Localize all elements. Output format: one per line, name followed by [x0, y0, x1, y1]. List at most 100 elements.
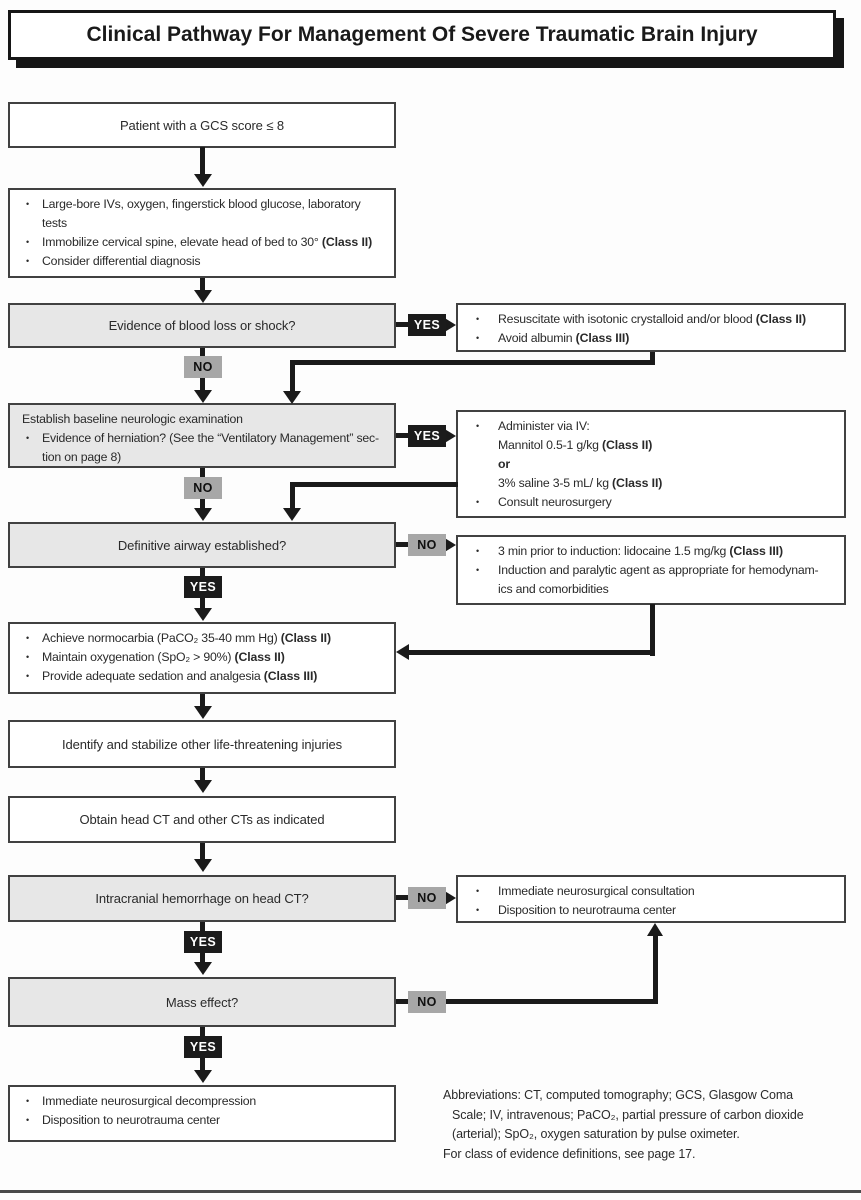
box-text: Mass effect?	[165, 994, 239, 1010]
bullet-icon: •	[476, 333, 479, 343]
box-text: Intracranial hemorrhage on head CT?	[95, 891, 309, 906]
box-administer-iv: • Administer via IV:Mannitol 0.5-1 g/kg (…	[456, 410, 846, 518]
list-item-text: Disposition to neurotrauma center	[42, 1113, 220, 1127]
list-item: •3 min prior to induction: lidocaine 1.5…	[468, 542, 838, 561]
arrow-down-icon	[194, 962, 212, 975]
list-item-text: Large-bore IVs, oxygen, fingerstick bloo…	[42, 197, 361, 230]
arrow-line	[200, 147, 205, 175]
bullet-icon: •	[476, 314, 479, 324]
list-item-text: Achieve normocarbia (PaCO₂ 35-40 mm Hg) …	[42, 631, 331, 645]
list-item-text: Consult neurosurgery	[498, 495, 612, 509]
no-tag-blood-loss: NO	[184, 356, 222, 378]
arrow-down-icon	[194, 706, 212, 719]
bullet-icon: •	[26, 652, 29, 662]
box-head-ct: Obtain head CT and other CTs as indicate…	[8, 796, 396, 843]
footnote-line: For class of evidence definitions, see p…	[443, 1146, 696, 1161]
yes-tag-mass-effect: YES	[184, 1036, 222, 1058]
list-item: • Immediate neurosurgical consultation	[468, 882, 838, 901]
arrow-left-icon	[396, 644, 409, 660]
bullet-icon: •	[476, 565, 479, 575]
list-item-text: Evidence of herniation? (See the “Ventil…	[42, 431, 379, 464]
arrow-down-icon	[194, 508, 212, 521]
list-item: • Maintain oxygenation (SpO₂ > 90%) (Clas…	[20, 648, 388, 667]
box-blood-loss-question: Evidence of blood loss or shock?	[8, 303, 396, 348]
box-decompression: •Immediate neurosurgical decompression•D…	[8, 1085, 396, 1142]
bullet-icon: •	[476, 497, 479, 507]
arrow-down-icon	[194, 174, 212, 187]
arrow-down-icon	[283, 508, 301, 521]
connector-line	[290, 360, 295, 393]
list-item-text: 3 min prior to induction: lidocaine 1.5 …	[498, 544, 783, 558]
arrow-down-icon	[194, 1070, 212, 1083]
box-text: Patient with a GCS score ≤ 8	[119, 117, 285, 133]
yes-tag-hemorrhage: YES	[184, 931, 222, 953]
box-heading: Establish baseline neurologic examinatio…	[22, 412, 243, 426]
bullet-icon: •	[26, 256, 29, 266]
arrow-right-icon	[443, 890, 456, 906]
connector-line	[650, 352, 655, 365]
box-ventilation: • Achieve normocarbia (PaCO₂ 35-40 mm Hg)…	[8, 622, 396, 694]
box-patient-gcs: Patient with a GCS score ≤ 8	[8, 102, 396, 148]
box-stabilize: Identify and stabilize other life-threat…	[8, 720, 396, 768]
arrow-line	[200, 278, 205, 291]
no-tag-airway: NO	[408, 534, 446, 556]
list-item-text: Disposition to neurotrauma center	[498, 903, 676, 917]
connector-line	[290, 482, 458, 487]
arrow-line	[200, 843, 205, 860]
list-item: • Consult neurosurgery	[468, 493, 838, 512]
bullet-icon: •	[476, 886, 479, 896]
list-item: • Disposition to neurotrauma center	[468, 901, 838, 920]
yes-tag-herniation: YES	[408, 425, 446, 447]
list-item-text: Administer via IV:Mannitol 0.5-1 g/kg (C…	[498, 419, 663, 490]
list-item: • Large-bore IVs, oxygen, fingerstick blo…	[20, 195, 388, 233]
bullet-icon: •	[476, 421, 479, 431]
list-item-text: Avoid albumin (Class III)	[498, 331, 630, 345]
list-item: • Resuscitate with isotonic crystalloid a…	[468, 310, 838, 329]
arrow-line	[200, 768, 205, 781]
list-item-text: Maintain oxygenation (SpO₂ > 90%) (Class…	[42, 650, 285, 664]
list-item: • Provide adequate sedation and analgesia…	[20, 667, 388, 686]
connector-line	[653, 934, 658, 1004]
list-item: • Administer via IV:Mannitol 0.5-1 g/kg (…	[468, 417, 838, 493]
bullet-icon: •	[26, 671, 29, 681]
bullet-icon: •	[26, 199, 29, 209]
arrow-down-icon	[194, 608, 212, 621]
box-resuscitate: • Resuscitate with isotonic crystalloid a…	[456, 303, 846, 352]
connector-line	[290, 482, 295, 510]
list-item-text: Induction and paralytic agent as appropr…	[498, 563, 819, 596]
box-neuro-exam: Establish baseline neurologic examinatio…	[8, 403, 396, 468]
arrow-up-icon	[647, 923, 663, 936]
list-item: •Immobilize cervical spine, elevate head…	[20, 233, 388, 252]
page-title: Clinical Pathway For Management Of Sever…	[8, 10, 836, 60]
no-tag-hemorrhage: NO	[408, 887, 446, 909]
box-text: Evidence of blood loss or shock?	[108, 318, 296, 333]
box-text: Obtain head CT and other CTs as indicate…	[79, 812, 325, 827]
list-item-text: Provide adequate sedation and analgesia …	[42, 669, 318, 683]
arrow-line	[200, 694, 205, 707]
bullet-icon: •	[26, 1115, 29, 1125]
connector-line	[650, 604, 655, 656]
arrow-down-icon	[283, 391, 301, 404]
list-item: •Consider differential diagnosis	[20, 252, 388, 271]
list-item: • Evidence of herniation? (See the “Venti…	[20, 429, 388, 467]
connector-line	[396, 999, 658, 1004]
list-item-text: Immediate neurosurgical consultation	[498, 884, 695, 898]
bottom-divider	[0, 1190, 861, 1193]
box-initial-actions: • Large-bore IVs, oxygen, fingerstick blo…	[8, 188, 396, 278]
no-tag-mass-effect: NO	[408, 991, 446, 1013]
list-item-text: Resuscitate with isotonic crystalloid an…	[498, 312, 806, 326]
list-item: •Achieve normocarbia (PaCO₂ 35-40 mm Hg)…	[20, 629, 388, 648]
yes-tag-blood-loss: YES	[408, 314, 446, 336]
bullet-icon: •	[476, 905, 479, 915]
connector-line	[290, 360, 655, 365]
list-item: • Disposition to neurotrauma center	[20, 1111, 388, 1130]
connector-line	[408, 650, 653, 655]
footnote-line: Abbreviations: CT, computed tomography; …	[443, 1088, 794, 1102]
footnote-line: Scale; IV, intravenous; PaCO₂, partial p…	[452, 1107, 804, 1122]
arrow-right-icon	[443, 428, 456, 444]
abbreviations-footnote: Abbreviations: CT, computed tomography; …	[443, 1086, 853, 1164]
box-induction: • 3 min prior to induction: lidocaine 1.5…	[456, 535, 846, 605]
arrow-down-icon	[194, 290, 212, 303]
bullet-icon: •	[26, 433, 29, 443]
